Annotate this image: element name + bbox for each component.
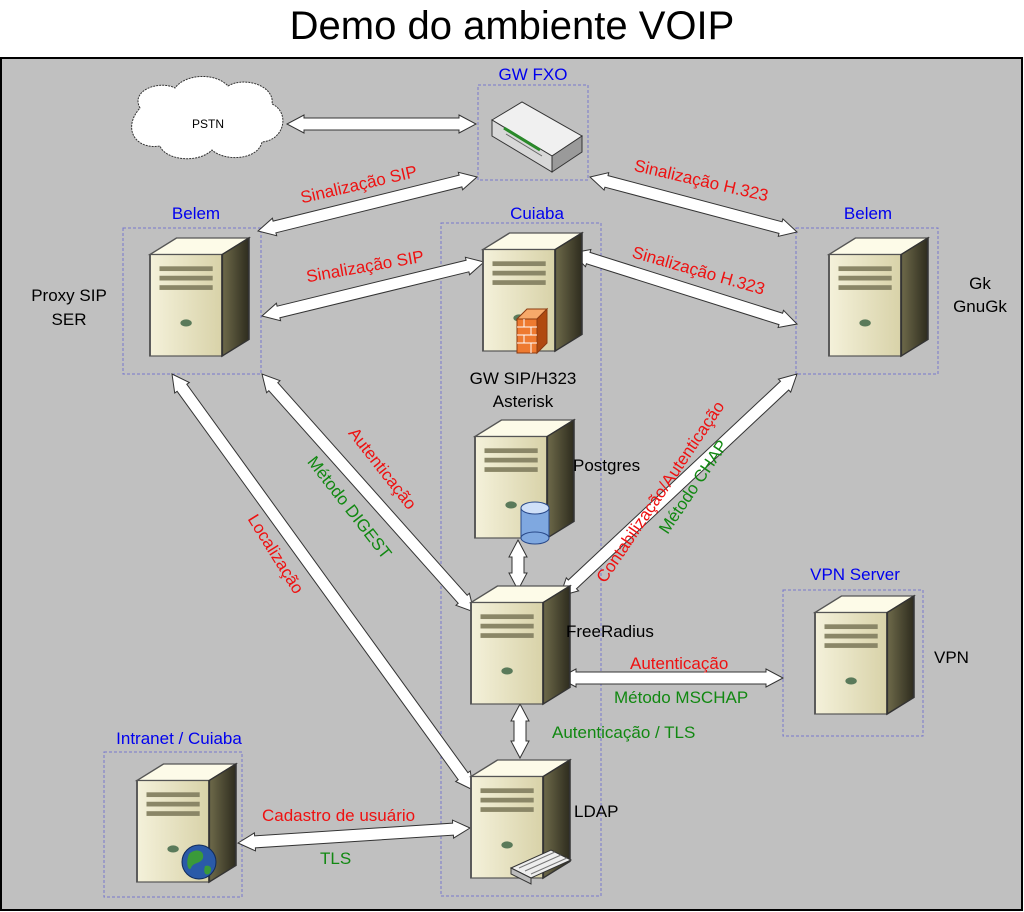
group-box-belem-right [795,227,939,375]
edge-label-autenticacao-tls: Autenticação / TLS [552,723,695,742]
edge-label-tls: TLS [320,849,351,868]
edge-label-cadastro: Cadastro de usuário [262,806,415,825]
ldap-server-icon [470,759,573,885]
proxy-sip-label: Proxy SIP [31,286,107,305]
database-icon [520,501,550,545]
directory-tray-icon [509,849,573,885]
postgres-label: Postgres [573,456,640,475]
vpn-label: VPN [934,648,969,667]
group-box-intranet [103,751,243,898]
arrow-gwfxo-gk [588,172,799,237]
ldap-label: LDAP [574,802,618,821]
arrow-intranet-ldap [236,819,472,852]
group-label-intranet: Intranet / Cuiaba [116,729,242,748]
edge-label-autenticacao-vpn: Autenticação [630,654,728,673]
group-box-vpn-server [782,589,924,737]
group-label-vpn-server: VPN Server [810,565,900,584]
arrow-freeradius-vpn [557,668,785,688]
firewall-icon [515,307,549,355]
postgres-server-icon [474,419,575,545]
arrow-gwfxo-proxy [256,171,479,237]
group-label-cuiaba: Cuiaba [510,204,564,223]
pstn-cloud-icon [131,75,284,160]
group-box-belem-left [122,227,262,375]
gk-label: Gk [969,274,991,293]
intranet-server-icon [136,763,237,883]
proxy-sip-server-icon [149,237,250,357]
diagram-title: Demo do ambiente VOIP [289,4,735,48]
group-label-belem-left: Belem [172,204,220,223]
arrow-freeradius-ldap [510,702,530,760]
group-box-gw-fxo [477,84,589,181]
asterisk-label: Asterisk [493,392,554,411]
arrow-gwsip-gk [570,248,799,329]
globe-icon [181,844,217,880]
vpn-server-icon [814,595,915,715]
gnugk-label: GnuGk [953,297,1007,316]
freeradius-server-icon [470,585,571,705]
pstn-label: PSTN [192,117,224,131]
group-label-belem-right: Belem [844,204,892,223]
edge-label-metodo-mschap: Método MSCHAP [614,688,748,707]
freeradius-label: FreeRadius [566,622,654,641]
gw-sip-server-icon [482,232,583,355]
gateway-device-icon [491,101,583,173]
gk-server-icon [828,237,929,357]
gw-sip-label: GW SIP/H323 [470,369,577,388]
arrow-pstn-gwfxo [285,114,478,134]
proxy-ser-label: SER [52,310,87,329]
group-label-gw-fxo: GW FXO [499,65,568,84]
